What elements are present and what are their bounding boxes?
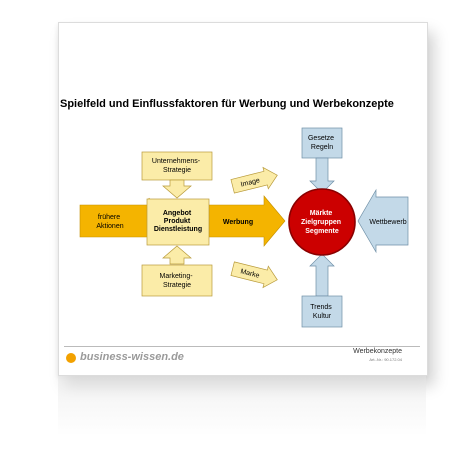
trends-label: Trends Kultur [310,304,333,320]
brand-logo: business-wissen.de [80,351,184,363]
angebot-box [146,198,210,246]
marketingstrategie-box [141,264,213,297]
unternehmensstrategie-box [141,151,213,181]
fruehere-aktionen-label: frühere Aktionen [96,214,123,230]
trends-box [301,295,343,328]
angebot-label: Angebot Produkt Dienstleistung [154,210,202,233]
fruehere-aktionen-arrow [79,197,159,245]
document-title: Werbekonzepte [353,348,402,355]
gesetze-arrow [309,157,335,194]
footer-divider [64,346,420,347]
unternehmensstrategie-arrow [162,179,192,199]
image-arrow: Image [230,166,278,194]
wettbewerb-label: Wettbewerb [369,219,406,226]
article-number: Art.-Nr.: 90.172.04 [369,357,402,362]
gesetze-box [301,127,343,159]
werbung-label: Werbung [223,219,253,226]
wettbewerb-arrow [357,188,409,254]
trends-arrow [309,253,335,297]
marketingstrategie-arrow [162,245,192,265]
werbung-arrow [208,195,286,247]
page-reflection [58,376,426,436]
gesetze-label: Gesetze Regeln [308,135,336,151]
marke-label: Marke [240,268,261,280]
image-label: Image [240,177,261,189]
marke-arrow: Marke [230,261,278,289]
maerkte-label: Märkte Zielgruppen Segmente [301,210,343,235]
page-title: Spielfeld und Einflussfaktoren für Werbu… [60,98,394,110]
maerkte-circle [288,188,356,256]
unternehmensstrategie-label: Unternehmens- Strategie [152,158,202,174]
document-page [58,22,428,376]
brand-dot-icon [66,353,76,363]
marketingstrategie-label: Marketing- Strategie [159,273,194,289]
